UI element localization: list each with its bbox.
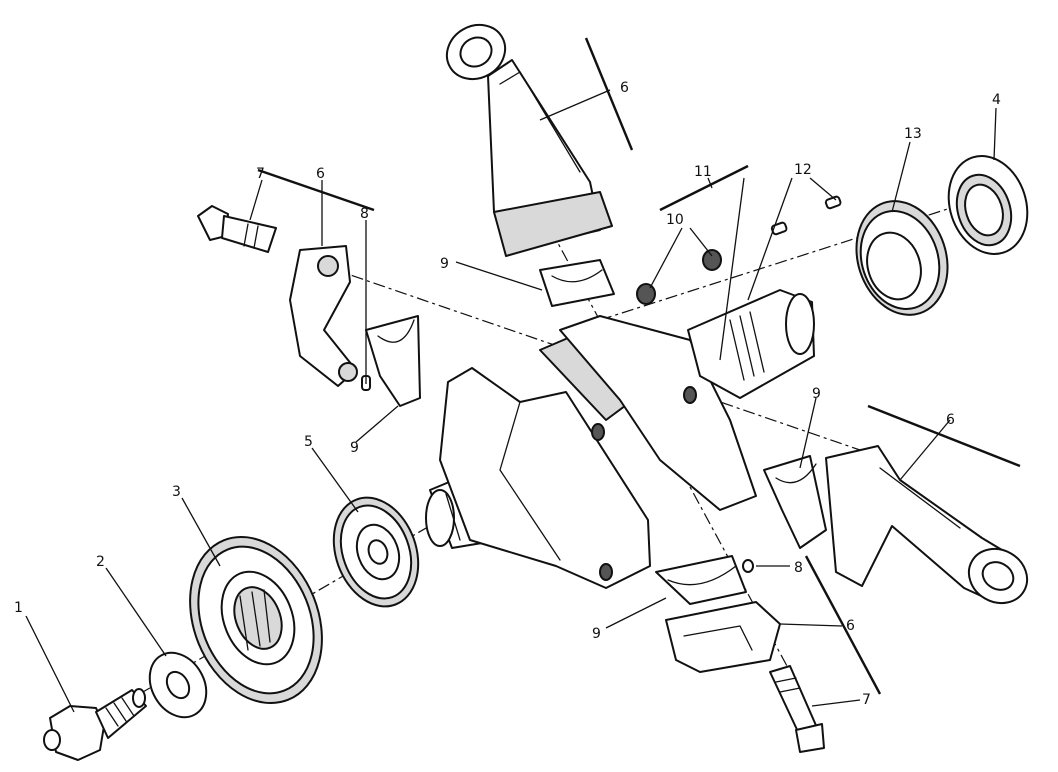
callout-9-top: 9: [440, 256, 449, 272]
callout-brackets: [257, 37, 1021, 695]
callout-3: 3: [172, 484, 181, 500]
callout-12: 12: [794, 162, 812, 178]
part-2-washer: [148, 651, 208, 719]
callout-7-left: 7: [256, 166, 265, 182]
part-7-bolt-left: [197, 205, 277, 253]
callout-9-bottom: 9: [592, 626, 601, 642]
callout-labels: 1 2 3 5 4 13 12 10 11 6 6 7 8 9 9 9 6 9 …: [14, 80, 1001, 708]
part-9-bearing-top: [539, 259, 615, 307]
part-6-connecting-rod-right: [825, 445, 1029, 605]
callout-4: 4: [992, 92, 1001, 108]
callout-6-left: 6: [316, 166, 325, 182]
part-5-gear: [332, 496, 420, 608]
callout-6-top: 6: [620, 80, 629, 96]
callout-9-right: 9: [812, 386, 821, 402]
part-9-bearing-left: [365, 315, 421, 407]
part-12-keys: [770, 195, 842, 236]
callout-11: 11: [694, 164, 712, 180]
callout-6-bottom: 6: [846, 618, 855, 634]
callout-13: 13: [904, 126, 922, 142]
crankshaft: [425, 289, 815, 589]
callout-1: 1: [14, 600, 23, 616]
callout-8-left: 8: [360, 206, 369, 222]
part-9-bearing-right: [763, 455, 827, 549]
part-6-connecting-rod-top: [445, 23, 613, 257]
part-10-plugs: [636, 249, 722, 305]
part-7-bolt-bottom: [769, 665, 825, 753]
callout-2: 2: [96, 554, 105, 570]
part-4-nut: [947, 155, 1029, 255]
callout-9-left: 9: [350, 440, 359, 456]
callout-10: 10: [666, 212, 684, 228]
part-1-bolt: [43, 688, 147, 761]
part-9-bearing-bottom: [655, 555, 747, 605]
part-13-gear: [855, 200, 949, 316]
callout-7-bottom: 7: [862, 692, 871, 708]
callout-5: 5: [304, 434, 313, 450]
leader-lines: [25, 89, 997, 713]
part-6-rod-cap-left: [289, 245, 358, 387]
part-3-gear: [189, 535, 323, 705]
callout-8-right: 8: [794, 560, 803, 576]
callout-6-right: 6: [946, 412, 955, 428]
part-6-rod-cap-bottom: [665, 601, 781, 673]
part-8-pin-right: [742, 559, 754, 573]
